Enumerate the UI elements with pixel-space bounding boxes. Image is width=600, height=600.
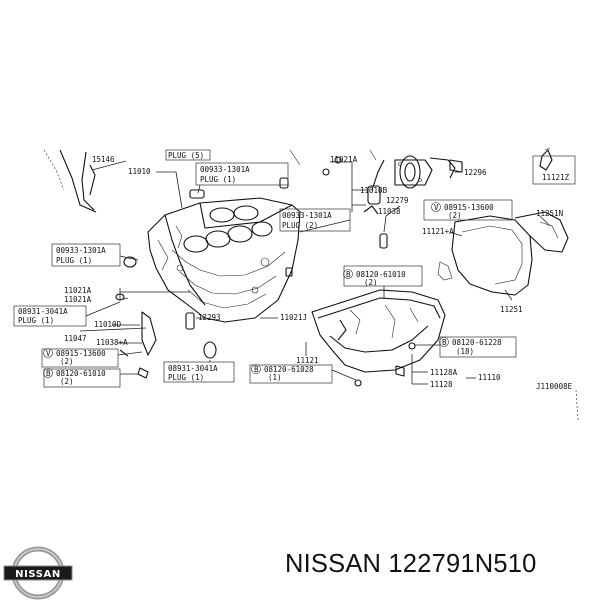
label-11010: 11010 [128,167,151,176]
gasket-15146 [59,149,97,213]
label-plug1-c: PLUG (1) [56,256,92,265]
upper-center-parts [322,156,388,249]
label-2-a: (2) [448,211,462,220]
label-plug1-a: PLUG (1) [200,175,236,184]
label-08931-b: 08931-3041A [168,364,218,373]
label-11021a-2: 11021A [64,295,92,304]
label-08120-b: 08120-61228 [452,338,502,347]
label-08915-b: 08915-13600 [56,349,106,358]
label-v-marker-1: V [434,203,439,212]
label-plug1-d: PLUG (1) [18,316,54,325]
label-11021a-top: 11021A [330,155,358,164]
leader-lines [79,160,551,385]
label-11121z: 11121Z [542,173,570,182]
oil-pan-11110 [311,289,446,387]
label-11251: 11251 [500,305,523,314]
label-11121: 11121 [296,356,319,365]
part-number-caption: NISSAN 122791N510 [285,550,537,578]
label-12296: 12296 [464,168,487,177]
label-11038a: 11038+A [96,338,128,347]
label-11121a: 11121+A [422,227,454,236]
label-11128: 11128 [430,380,453,389]
label-11021j: 11021J [280,313,307,322]
label-11110: 11110 [478,373,501,382]
label-11251n: 11251N [536,209,563,218]
bracket-11121z-icon [539,147,553,171]
label-11047: 11047 [64,334,87,343]
label-1: (1) [268,373,282,382]
label-b-marker-2: B [442,338,447,347]
label-11128a: 11128A [430,368,458,377]
frame-lines [43,149,579,421]
nissan-logo: NISSAN [3,546,73,600]
label-15146: 15146 [92,155,115,164]
label-2-b: (2) [364,278,378,287]
label-plug1-e: PLUG (1) [168,373,204,382]
label-plug2: PLUG (2) [282,221,318,230]
label-00933-b: 00933-1301A [282,211,332,220]
label-11010d: 11010D [94,320,122,329]
label-v-marker-2: V [46,349,51,358]
label-12279: 12279 [386,196,409,205]
label-08120-a: 08120-61010 [356,270,406,279]
label-2-d: (2) [60,377,74,386]
label-b-marker-4: B [254,365,259,374]
label-11021a-1: 11021A [64,286,92,295]
label-08931-a: 08931-3041A [18,307,68,316]
label-00933-c: 00933-1301A [56,246,106,255]
label-plug-top: PLUG (5) [168,151,204,160]
label-2-c: (2) [60,357,74,366]
nissan-logo-text: NISSAN [15,569,61,580]
small-parts-left [115,177,293,379]
label-b-marker-1: B [346,270,351,279]
cylinder-block [147,197,301,323]
label-ref-code: J110008E [536,382,573,391]
label-08915-a: 08915-13600 [444,203,494,212]
label-b-marker-3: B [46,369,51,378]
label-08120-c: 08120-61010 [56,369,106,378]
exploded-parts-diagram: 15146 PLUG (5) 11010 00933-1301A PLUG (1… [13,147,579,421]
rear-oil-seal [394,155,463,189]
label-11038: 11038 [378,207,401,216]
label-08120-d: 08120-61028 [264,365,314,374]
label-18: (18) [456,347,474,356]
label-11010b: 11010B [360,186,388,195]
rear-plate-11251 [437,211,569,296]
part-number-labels: 15146 PLUG (5) 11010 00933-1301A PLUG (1… [18,151,573,391]
label-12293: 12293 [198,313,221,322]
label-00933-a: 00933-1301A [200,165,250,174]
